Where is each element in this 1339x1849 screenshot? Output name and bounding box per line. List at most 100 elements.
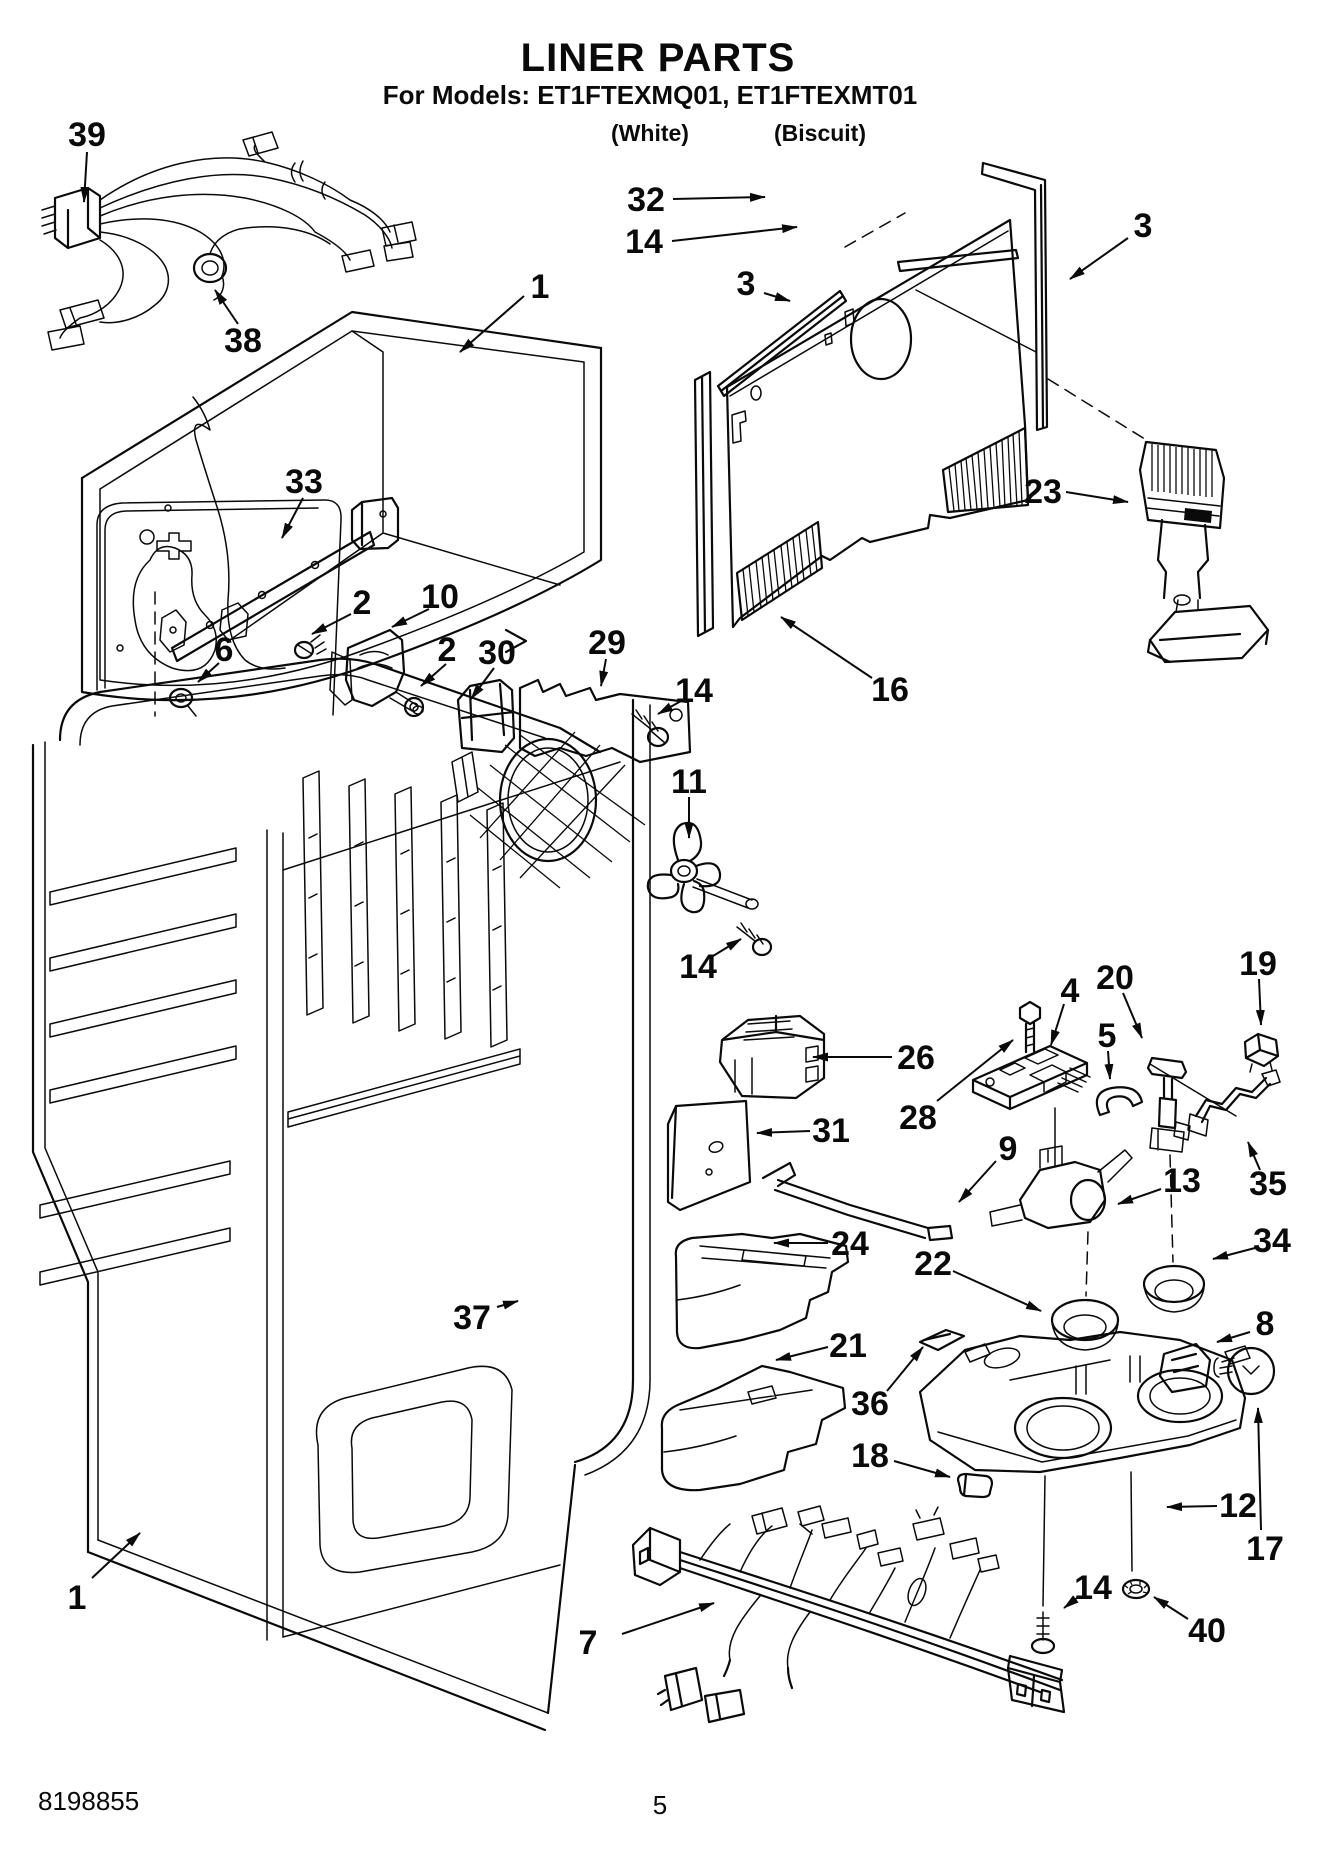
callout-24: 24 (831, 1225, 869, 1263)
lamp-tray-12 (918, 1330, 1247, 1474)
callout-14-bottom: 14 (1074, 1569, 1112, 1607)
trim-frame-right (980, 161, 1049, 432)
bracket-mid-foot (219, 602, 249, 641)
thermostat-drop-dash (1085, 1231, 1089, 1297)
liner-top-flange-inner (79, 673, 546, 746)
liner-left-edge-inner (44, 741, 99, 1541)
callout-1-bottom: 1 (68, 1579, 87, 1617)
thermostat-13-sensor (1069, 1178, 1107, 1222)
leader-13 (1117, 1188, 1162, 1205)
leader-20 (1122, 992, 1143, 1039)
nut-40 (1121, 1578, 1151, 1600)
damper-neck (1156, 518, 1210, 600)
grille-bottom-left (735, 520, 824, 622)
damper-head (1138, 440, 1226, 530)
trim-strip-diagonal (716, 289, 848, 398)
thermostat-10-body (344, 628, 406, 708)
panel-screw-dot (164, 504, 172, 512)
harness-clamp (907, 1577, 927, 1607)
tray-well-right (1136, 1368, 1224, 1424)
callout-9: 9 (999, 1130, 1018, 1168)
bracket-left-foot (159, 609, 187, 653)
leader-14-bottom (1063, 1595, 1079, 1609)
page-title: LINER PARTS (521, 36, 796, 80)
callout-36: 36 (851, 1385, 889, 1423)
chip-36 (918, 1328, 966, 1352)
tray-well-left-inner (1026, 1405, 1100, 1451)
damper-grille-hatch (1151, 444, 1213, 497)
callout-23: 23 (1024, 473, 1062, 511)
liner-top-flange (58, 657, 602, 754)
harness-7-end-connector (1006, 1654, 1066, 1714)
fan-shaft-end (745, 898, 759, 910)
callout-14-top: 14 (625, 223, 663, 261)
page-number: 5 (653, 1790, 667, 1820)
callout-32: 32 (627, 181, 665, 219)
stud-6-inner (175, 693, 187, 703)
liner-right-front-edge-inner (584, 704, 651, 1476)
screw-2-upper-head (293, 640, 315, 660)
evap-cover-21 (660, 1364, 847, 1492)
nut-40-inner (1129, 1584, 1143, 1594)
bracket-33-group (159, 496, 528, 754)
liner-interior-corner (229, 330, 561, 641)
wire-clamps (290, 160, 326, 200)
liner-top-edges (80, 310, 603, 480)
leader-19 (1255, 978, 1265, 1026)
leader-14-top (671, 224, 798, 242)
capillary-tube (192, 396, 286, 670)
shelf-strip-3 (49, 979, 237, 1038)
defrost-box-26-detail (734, 1020, 819, 1095)
panel-slots (731, 308, 855, 444)
grommet-34-cup (1143, 1285, 1205, 1313)
leader-38 (214, 289, 239, 325)
freezer-liner (80, 310, 603, 717)
leader-1-bottom (91, 1532, 141, 1579)
tray-posts (1009, 1355, 1141, 1395)
back-rail-3 (394, 786, 416, 1032)
callout-38: 38 (224, 322, 262, 360)
leader-28 (936, 1039, 1014, 1102)
grommet-22-inner (1063, 1314, 1107, 1340)
leader-7 (621, 1602, 715, 1635)
callout-10: 10 (421, 578, 459, 616)
harness-7-spine (678, 1550, 1064, 1694)
wire-harness-top (41, 131, 417, 351)
bracket-hole (205, 620, 215, 630)
leader-3-right (1069, 237, 1129, 280)
leader-35 (1247, 1141, 1261, 1171)
callout-8: 8 (1256, 1305, 1275, 1343)
actuator-20 (1146, 1056, 1188, 1130)
floor-pan-outer (315, 1365, 513, 1574)
grille-bottom-right (941, 426, 1030, 514)
callout-39: 39 (68, 116, 106, 154)
leader-32 (672, 192, 766, 202)
finish-white-label: (White) (611, 120, 689, 146)
callout-28: 28 (899, 1099, 937, 1137)
leader-21 (775, 1346, 829, 1361)
alignment-dashes-right (1047, 378, 1149, 442)
doc-number: 8198855 (38, 1786, 139, 1816)
wire-harness-bottom (631, 1505, 1066, 1724)
thermostat-13-arm (989, 1145, 1133, 1227)
back-rail-2 (348, 778, 370, 1024)
shelf-strip-4 (49, 1045, 237, 1104)
ribbon-35 (1194, 1076, 1272, 1124)
callout-11: 11 (671, 763, 707, 801)
leader-40 (1153, 1596, 1189, 1620)
bracket-30 (456, 678, 516, 754)
damper-label-patch (1184, 508, 1212, 523)
ribbon-35-connectors (1173, 1069, 1281, 1141)
grommet-22-cup (1051, 1321, 1119, 1351)
shelf-strip-6 (39, 1227, 231, 1286)
leader-14-bracket (657, 700, 682, 715)
floor-pan-recess (350, 1400, 473, 1540)
cover-plate-31 (666, 1099, 752, 1212)
leader-5 (1104, 1050, 1114, 1080)
harness-7-plug (631, 1526, 682, 1587)
shelf-strip-5 (39, 1160, 231, 1219)
callout-16: 16 (871, 671, 909, 709)
callout-19: 19 (1239, 945, 1277, 983)
fan-petals (646, 821, 722, 914)
